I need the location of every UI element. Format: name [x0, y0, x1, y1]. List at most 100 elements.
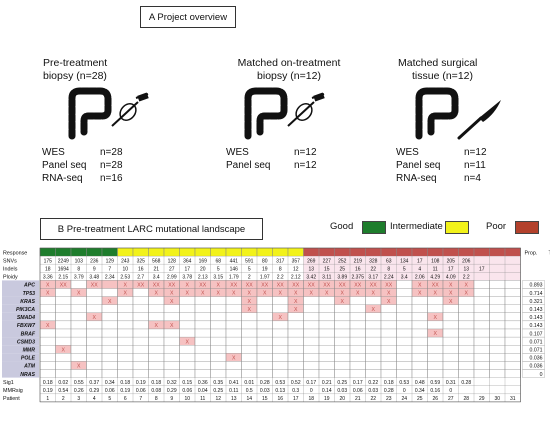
- mutation-mark: X: [170, 299, 174, 305]
- mutation-cell: [303, 328, 320, 338]
- mutation-cell: [272, 369, 289, 378]
- gene-label: BRAF: [21, 331, 36, 337]
- sig-cell: 0.28: [461, 380, 471, 386]
- mutation-cell: [504, 312, 521, 322]
- prop-cell: 0.107: [530, 331, 543, 337]
- mutation-mark: X: [77, 291, 81, 297]
- sig-cell: 0.41: [229, 380, 239, 386]
- stat-cell: 134: [400, 258, 409, 264]
- mutation-cell: [179, 361, 196, 370]
- mutation-cell: [148, 328, 165, 338]
- stat-cell: 227: [323, 258, 332, 264]
- sig-cell: 5: [108, 396, 111, 402]
- mutation-cell: [132, 369, 149, 378]
- sig-cell: 20: [339, 396, 345, 402]
- assay-label: RNA-seq: [396, 173, 437, 184]
- assay-value: n=11: [464, 160, 486, 171]
- mutation-cell: [241, 312, 258, 322]
- mutation-cell: [396, 328, 413, 338]
- mutation-cell: [458, 353, 475, 362]
- stat-row-label: SNVs: [3, 258, 17, 264]
- mutation-cell: [70, 312, 87, 322]
- mutation-cell: [473, 288, 490, 297]
- stat-cell: 5: [248, 267, 251, 273]
- response-cell: [117, 247, 134, 257]
- stat-cell: 5: [217, 267, 220, 273]
- response-cell: [163, 247, 180, 257]
- prop-cell: 0.714: [530, 291, 543, 297]
- response-cell: [39, 247, 56, 257]
- mutation-mark: X: [449, 299, 453, 305]
- sig-cell: 0.28: [260, 380, 270, 386]
- sig-cell: 10: [184, 396, 190, 402]
- sig-row-label: Patient: [3, 396, 20, 402]
- stat-cell: 4.29: [430, 275, 440, 281]
- mutation-cell: [396, 296, 413, 305]
- mutation-mark: X: [294, 291, 298, 297]
- sig-cell: 0.03: [337, 388, 347, 394]
- mutation-mark: XX: [308, 283, 315, 289]
- stat-cell: 169: [199, 258, 208, 264]
- sig-cell: 0.59: [430, 380, 440, 386]
- sig-cell: 0.26: [74, 388, 84, 394]
- mutation-cell: [489, 320, 506, 330]
- mutation-cell: [365, 353, 382, 362]
- mutation-mark: X: [294, 307, 298, 313]
- sig-cell: 0.11: [229, 388, 239, 394]
- mutation-cell: [101, 312, 118, 322]
- mutation-cell: [241, 345, 258, 354]
- mutation-cell: [396, 345, 413, 354]
- mutation-cell: [101, 336, 118, 346]
- response-cell: [55, 247, 72, 257]
- mutation-cell: [272, 320, 289, 330]
- mutation-cell: [458, 312, 475, 322]
- mutation-mark: XX: [432, 283, 439, 289]
- mutation-cell: [504, 320, 521, 330]
- mutation-cell: [473, 320, 490, 330]
- mutation-cell: [101, 345, 118, 354]
- stat-cell: 10: [122, 267, 128, 273]
- mutation-cell: [489, 361, 506, 370]
- mutation-cell: [442, 336, 459, 346]
- stat-cell: 243: [121, 258, 130, 264]
- mutation-cell: [132, 353, 149, 362]
- mutation-cell: [132, 312, 149, 322]
- mutation-cell: [380, 369, 397, 378]
- assay-label: Panel seq: [42, 160, 87, 171]
- sig-cell: 0: [403, 388, 406, 394]
- response-cell: [504, 247, 521, 257]
- mutation-cell: [101, 369, 118, 378]
- mutation-cell: [489, 280, 506, 289]
- mutation-cell: [365, 320, 382, 330]
- mutation-cell: [179, 328, 196, 338]
- mutation-cell: [70, 320, 87, 330]
- mutation-cell: [380, 304, 397, 313]
- group-2-title-line1: Matched on-treatment: [237, 57, 341, 69]
- sig-cell: 6: [124, 396, 127, 402]
- mutation-cell: [380, 328, 397, 338]
- tcga-header: TCGA: [549, 250, 550, 256]
- mutation-cell: [194, 336, 211, 346]
- response-cell: [86, 247, 103, 257]
- prop-cell: 0.143: [530, 307, 543, 313]
- mutation-cell: [256, 369, 273, 378]
- mutation-cell: [225, 328, 242, 338]
- mutation-mark: X: [465, 283, 469, 289]
- section-a-title: A Project overview: [140, 6, 236, 28]
- mutation-cell: [70, 328, 87, 338]
- sig-cell: 0.54: [58, 388, 68, 394]
- mutation-cell: [163, 304, 180, 313]
- mutation-cell: [318, 312, 335, 322]
- stat-cell: 19: [262, 267, 268, 273]
- sig-cell: 0.29: [167, 388, 177, 394]
- sig-cell: 17: [293, 396, 299, 402]
- mutation-cell: [318, 320, 335, 330]
- gene-label: POLE: [21, 356, 36, 362]
- mutation-cell: [132, 320, 149, 330]
- mutation-cell: [442, 312, 459, 322]
- mutation-cell: [318, 361, 335, 370]
- mutation-cell: [334, 353, 351, 362]
- mutation-mark: X: [124, 291, 128, 297]
